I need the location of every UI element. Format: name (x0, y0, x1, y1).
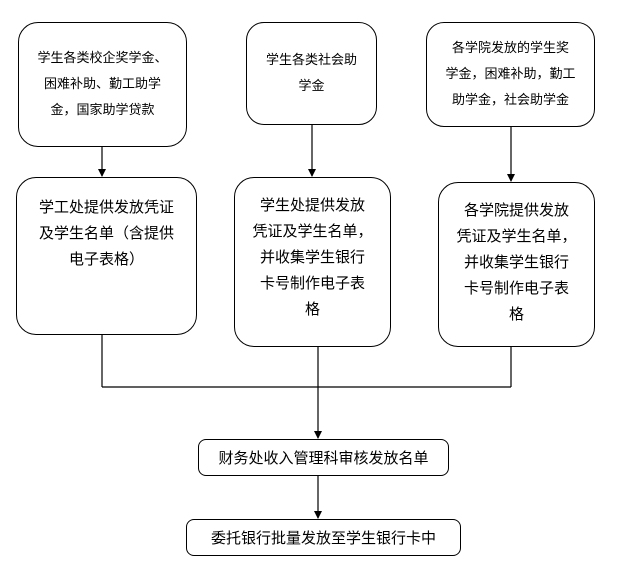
node-scholarship-sources-label: 学生各类校企奖学金、 困难补助、勤工助学 金，国家助学贷款 (37, 50, 168, 118)
node-college-office: 各学院提供发放 凭证及学生名单， 并收集学生银行 卡号制作电子表 格 (438, 182, 595, 347)
node-student-affairs-office: 学工处提供发放凭证 及学生名单（含提供 电子表格） (16, 177, 197, 335)
node-student-affairs-office-label: 学工处提供发放凭证 及学生名单（含提供 电子表格） (38, 198, 174, 268)
node-college-aid: 各学院发放的学生奖 学金，困难补助，勤工 助学金，社会助学金 (426, 22, 595, 127)
node-social-aid-label: 学生各类社会助 学金 (265, 52, 357, 94)
node-bank-disbursement: 委托银行批量发放至学生银行卡中 (186, 519, 461, 556)
node-student-office-label: 学生处提供发放 凭证及学生名单， 并收集学生银行 卡号制作电子表 格 (252, 196, 373, 318)
node-college-office-label: 各学院提供发放 凭证及学生名单， 并收集学生银行 卡号制作电子表 格 (456, 201, 577, 323)
node-bank-disbursement-label: 委托银行批量发放至学生银行卡中 (210, 528, 436, 547)
node-finance-review-label: 财务处收入管理科审核发放名单 (218, 448, 429, 467)
node-social-aid: 学生各类社会助 学金 (246, 22, 377, 125)
node-finance-review: 财务处收入管理科审核发放名单 (198, 439, 449, 476)
node-college-aid-label: 各学院发放的学生奖 学金，困难补助，勤工 助学金，社会助学金 (445, 40, 576, 108)
node-student-office: 学生处提供发放 凭证及学生名单， 并收集学生银行 卡号制作电子表 格 (234, 177, 391, 347)
node-scholarship-sources: 学生各类校企奖学金、 困难补助、勤工助学 金，国家助学贷款 (18, 22, 187, 147)
